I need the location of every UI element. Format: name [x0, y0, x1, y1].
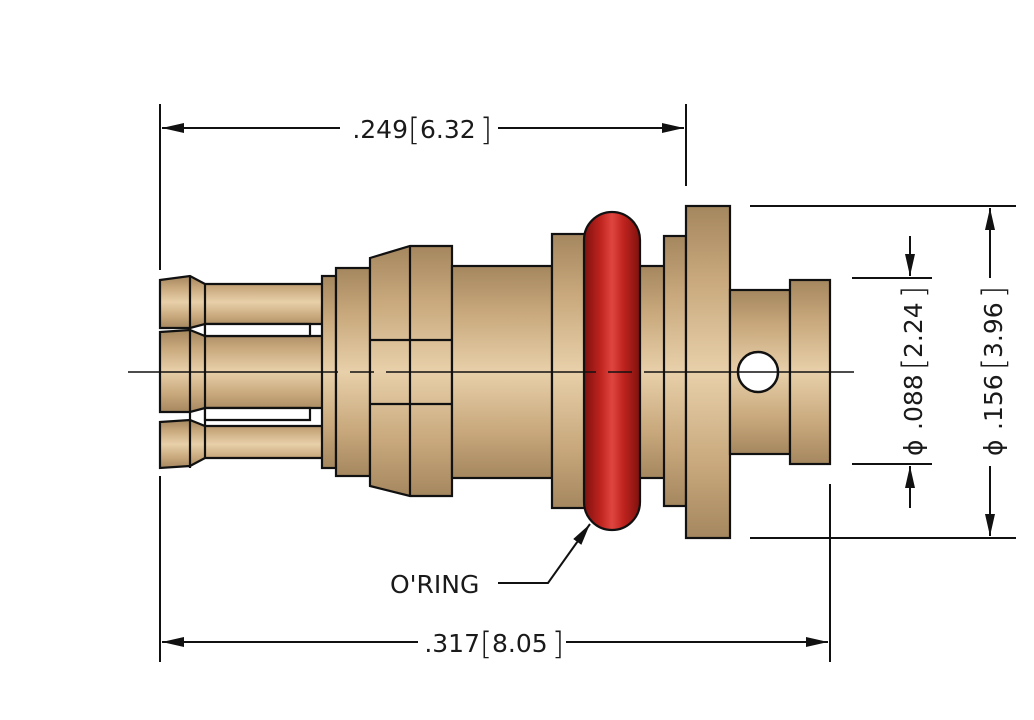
dimension-partial-width: .249 [ 6.32 ]	[162, 112, 684, 148]
o-ring	[582, 210, 642, 532]
dim-overall-inch: .317	[424, 629, 480, 658]
groove-flange-left	[550, 232, 588, 510]
svg-text:[: [	[480, 626, 492, 662]
svg-text:[: [	[408, 112, 420, 148]
collet-finger-bottom	[158, 418, 327, 470]
svg-text:[: [	[976, 358, 1012, 370]
groove-flange-right	[662, 234, 688, 508]
dim-outer-mm: 3.96	[979, 302, 1008, 358]
oring-label: O'RING	[390, 570, 479, 599]
dim-overall-mm: 8.05	[492, 629, 548, 658]
collet-finger-middle	[158, 328, 327, 414]
svg-text:]: ]	[896, 286, 932, 298]
extension-lines	[159, 104, 1016, 662]
dim-inner-mm: 2.24	[899, 302, 928, 358]
svg-text:]: ]	[552, 626, 564, 662]
svg-text:]: ]	[976, 286, 1012, 298]
oring-callout: O'RING	[390, 523, 591, 599]
dim-partial-mm: 6.32	[420, 115, 476, 144]
dim-inner-symbol: ϕ	[899, 440, 928, 457]
collet-finger-top	[158, 274, 327, 330]
dimension-inner-diameter: ϕ .088 [ 2.24 ]	[896, 236, 932, 508]
dim-outer-inch: .156	[979, 374, 1008, 430]
collet-fingers	[158, 274, 327, 470]
dim-partial-inch: .249	[352, 115, 408, 144]
dim-outer-symbol: ϕ	[979, 440, 1008, 457]
dim-inner-inch: .088	[899, 374, 928, 430]
dimension-outer-diameter: ϕ .156 [ 3.96 ]	[976, 208, 1012, 536]
svg-text:[: [	[896, 358, 932, 370]
dimension-overall-width: .317 [ 8.05 ]	[162, 626, 828, 662]
svg-text:]: ]	[480, 112, 492, 148]
connector-part	[128, 204, 862, 540]
